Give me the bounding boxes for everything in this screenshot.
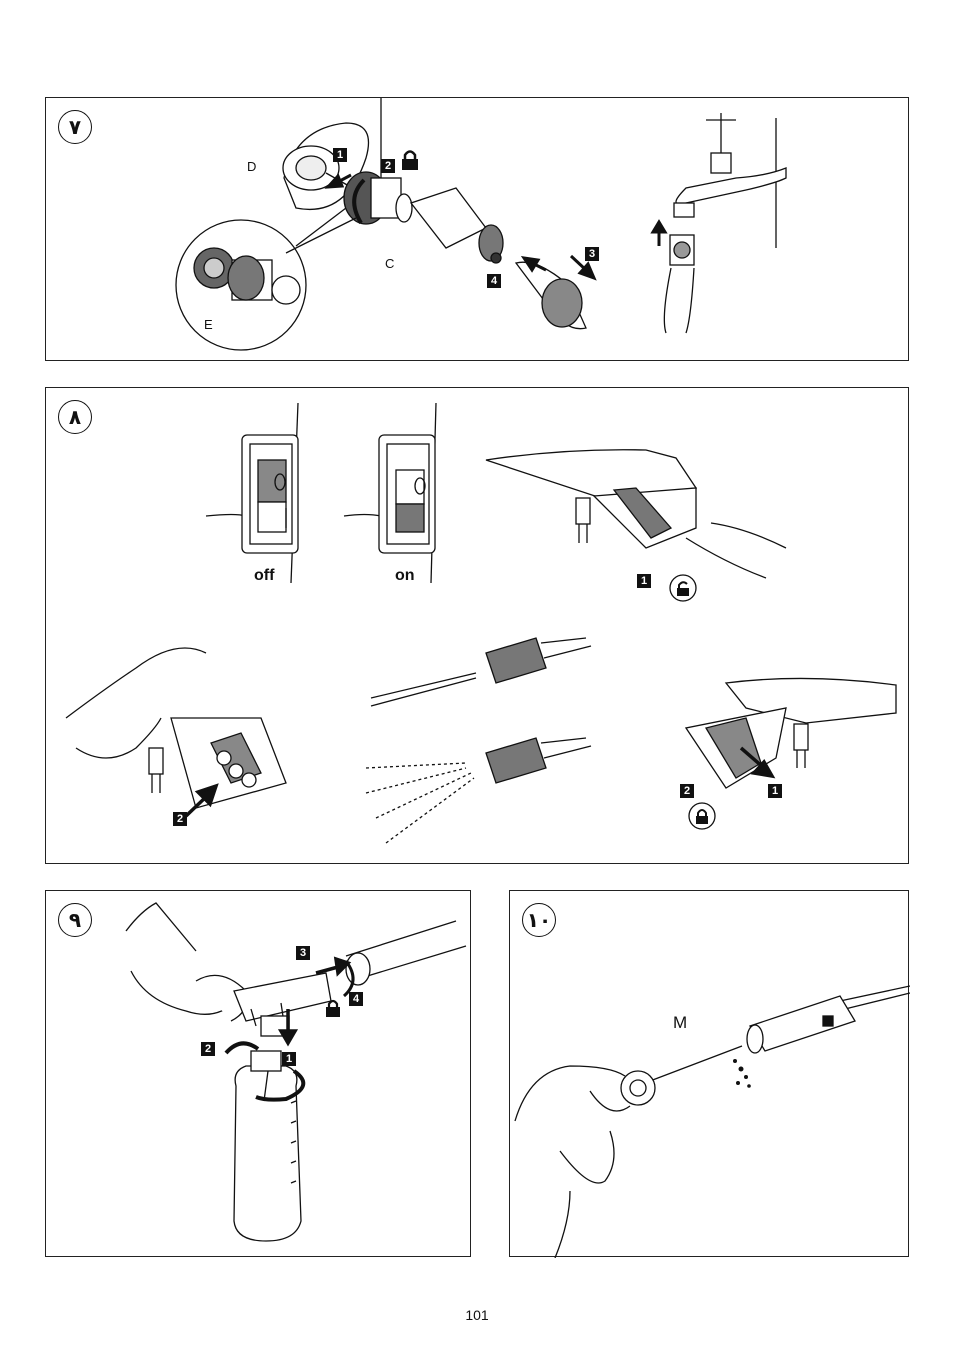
step-badge: 4 xyxy=(487,274,501,288)
figure-9-panel: ٩ 3 4 2 1 xyxy=(45,890,471,1257)
step-badge: 2 xyxy=(173,812,187,826)
switch-off-label: off xyxy=(254,567,274,585)
step-badge: 4 xyxy=(349,992,363,1006)
lock-icon xyxy=(401,149,419,171)
lock-icon xyxy=(325,999,341,1019)
step-badge: 1 xyxy=(333,148,347,162)
label-c: C xyxy=(385,257,394,271)
figure-10-illustration xyxy=(510,891,910,1258)
page-number: 101 xyxy=(0,1307,954,1323)
step-badge: 3 xyxy=(296,946,310,960)
figure-7-illustration xyxy=(46,98,910,362)
step-badge: 1 xyxy=(768,784,782,798)
step-badge: 2 xyxy=(680,784,694,798)
step-badge: 3 xyxy=(585,247,599,261)
unlock-icon xyxy=(676,581,690,597)
figure-8-panel: ٨ xyxy=(45,387,909,864)
step-badge: 1 xyxy=(282,1052,296,1066)
figure-7-panel: ٧ xyxy=(45,97,909,361)
step-badge: 1 xyxy=(637,574,651,588)
step-badge: 2 xyxy=(201,1042,215,1056)
step-badge: 2 xyxy=(381,159,395,173)
label-d: D xyxy=(247,160,256,174)
figure-10-panel: ١٠ M xyxy=(509,890,909,1257)
label-e: E xyxy=(204,318,213,332)
figure-9-illustration xyxy=(46,891,472,1258)
lock-icon xyxy=(695,809,709,825)
switch-on-label: on xyxy=(395,567,415,585)
label-m: M xyxy=(673,1014,687,1032)
